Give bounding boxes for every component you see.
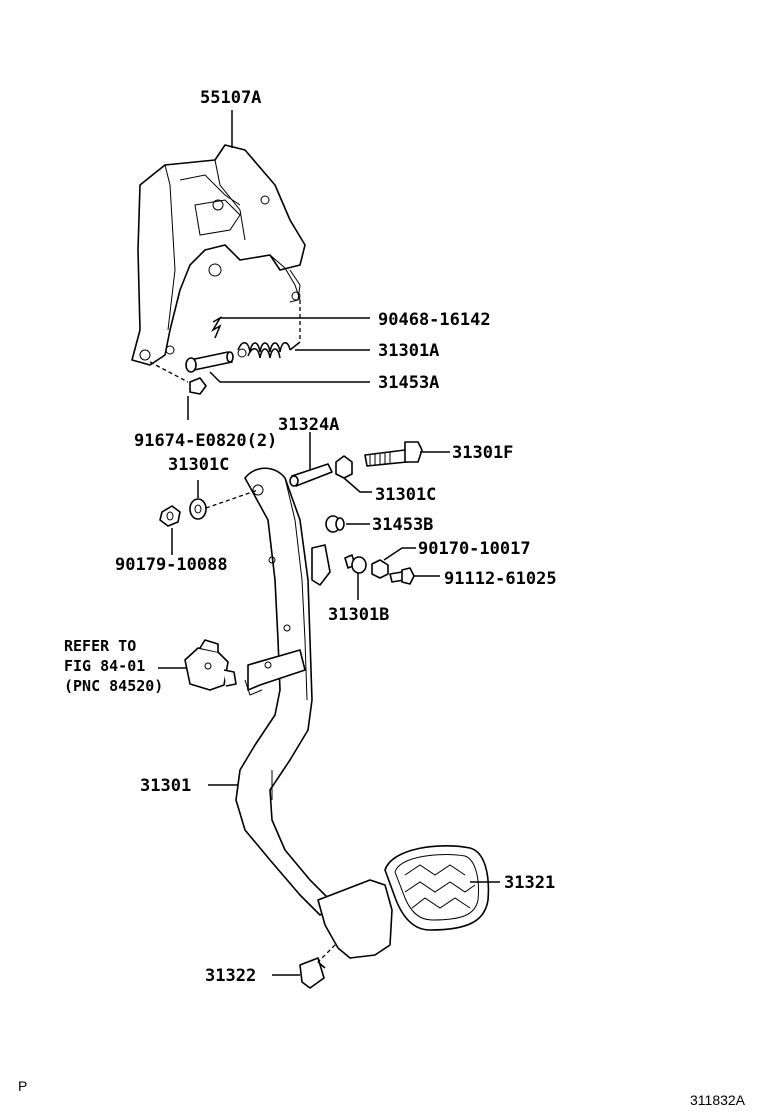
nut-90179 — [159, 505, 181, 527]
pedal-foot — [317, 879, 393, 959]
figure-id: 311832A — [690, 1092, 746, 1108]
label-31301: 31301 — [140, 776, 191, 796]
corner-mark: P — [18, 1078, 27, 1094]
label-90468-16142: 90468-16142 — [378, 310, 491, 330]
collar-31324a — [289, 463, 333, 487]
label-refer-line1: REFER TO — [64, 637, 136, 655]
bolt-91674 — [187, 377, 207, 420]
stopper-31301b — [344, 554, 367, 574]
stop-lamp-switch — [184, 639, 237, 691]
pivot-pin — [185, 351, 234, 373]
pedal-bracket — [131, 144, 306, 366]
label-91674-e0820: 91674-E0820(2) — [134, 431, 277, 451]
return-spring — [237, 341, 301, 359]
label-31321: 31321 — [504, 873, 555, 893]
bushing-right — [335, 455, 353, 479]
brake-pedal-arm — [235, 467, 336, 916]
label-31301b: 31301B — [328, 605, 389, 625]
label-31453b: 31453B — [372, 515, 433, 535]
label-31322: 31322 — [205, 966, 256, 986]
label-91112-61025: 91112-61025 — [444, 569, 557, 589]
pedal-pad — [384, 845, 490, 931]
label-90170-10017: 90170-10017 — [418, 539, 531, 559]
label-31301f: 31301F — [452, 443, 513, 463]
bushing-left — [189, 498, 207, 520]
switch-bracket — [244, 544, 331, 696]
bolt-31301f — [364, 441, 423, 467]
label-refer-line3: (PNC 84520) — [64, 677, 163, 695]
clip-spring — [210, 315, 223, 339]
stopper-31322 — [299, 957, 326, 989]
label-31301c-left: 31301C — [168, 455, 229, 475]
label-31453a: 31453A — [378, 373, 439, 393]
label-31301c-right: 31301C — [375, 485, 436, 505]
label-refer-line2: FIG 84-01 — [64, 657, 145, 675]
bushing-31453b — [325, 515, 345, 533]
label-31324a: 31324A — [278, 415, 339, 435]
label-55107a: 55107A — [200, 88, 261, 108]
label-90179-10088: 90179-10088 — [115, 555, 228, 575]
label-31301a: 31301A — [378, 341, 439, 361]
bolt-91112 — [389, 567, 415, 585]
nut-90170 — [371, 559, 389, 579]
